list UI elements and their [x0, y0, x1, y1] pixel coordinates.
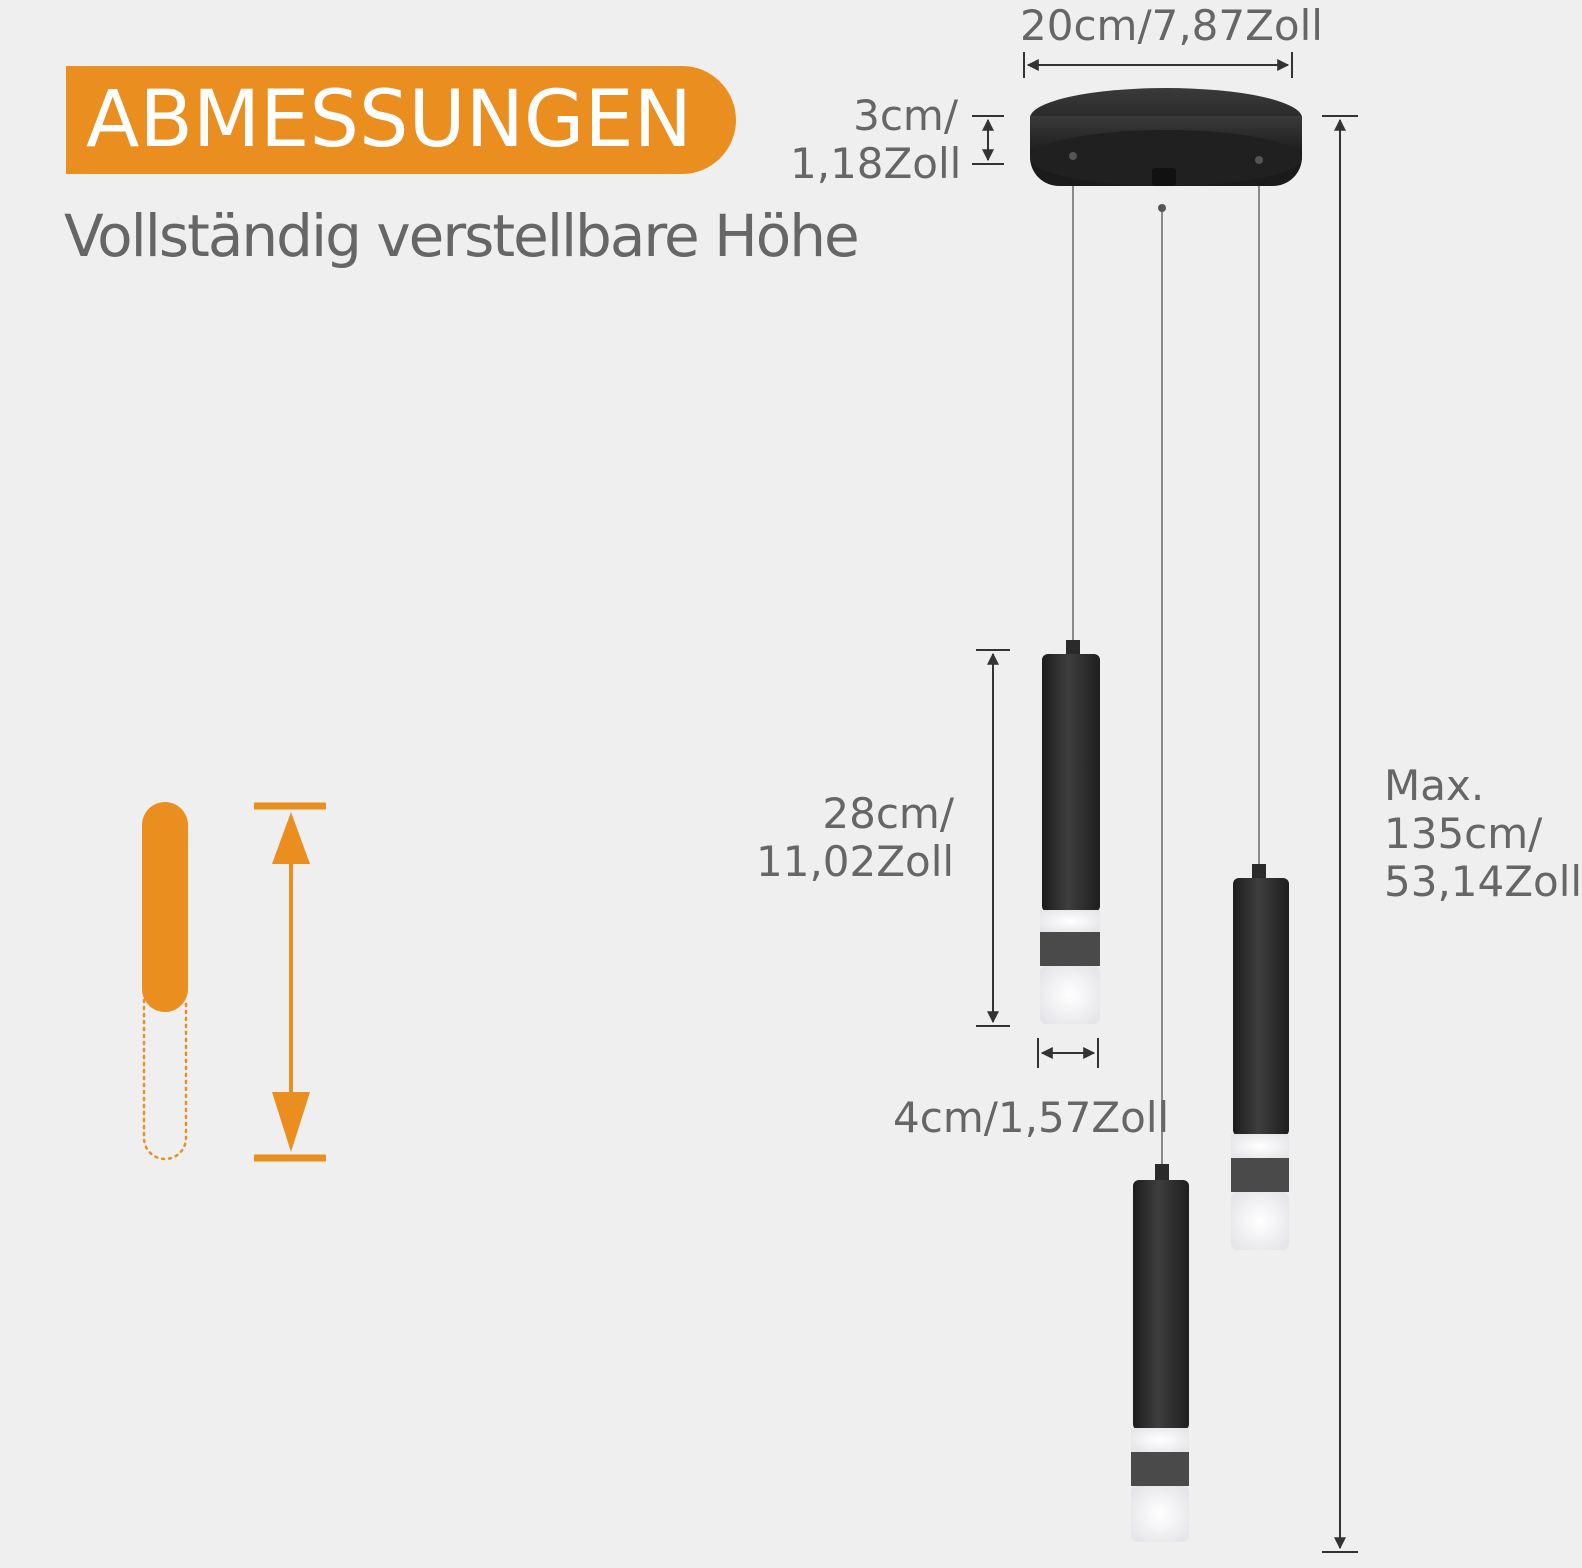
icon-arrow-up — [272, 812, 310, 864]
suspension-cables — [1072, 158, 1260, 1168]
icon-solid-bar — [142, 802, 188, 1012]
canopy-height-label-2: 1,18Zoll — [790, 139, 962, 188]
pendant-left — [1040, 640, 1100, 1024]
tube-diameter-label: 4cm/1,57Zoll — [893, 1093, 1170, 1142]
canopy-width-label: 20cm/7,87Zoll — [1020, 1, 1323, 50]
dimension-lines — [972, 52, 1358, 1553]
page-title: ABMESSUNGEN — [86, 75, 692, 165]
icon-dotted-bar — [142, 998, 188, 1161]
tube-length-label-2: 11,02Zoll — [756, 837, 955, 886]
icon-arrow-down — [272, 1092, 310, 1152]
max-height-label-1: Max. — [1384, 761, 1485, 810]
ceiling-canopy — [1030, 88, 1302, 212]
max-height-label-3: 53,14Zoll — [1384, 857, 1582, 906]
page-subtitle: Vollständig verstellbare Höhe — [64, 202, 860, 270]
adjustable-height-icon — [142, 802, 326, 1162]
title-badge: ABMESSUNGEN — [66, 66, 736, 174]
tube-length-label-1: 28cm/ — [822, 789, 954, 838]
max-height-label-2: 135cm/ — [1384, 809, 1543, 858]
canopy-height-label-1: 3cm/ — [853, 91, 958, 140]
pendant-right — [1231, 864, 1289, 1250]
pendant-center — [1131, 1164, 1189, 1542]
